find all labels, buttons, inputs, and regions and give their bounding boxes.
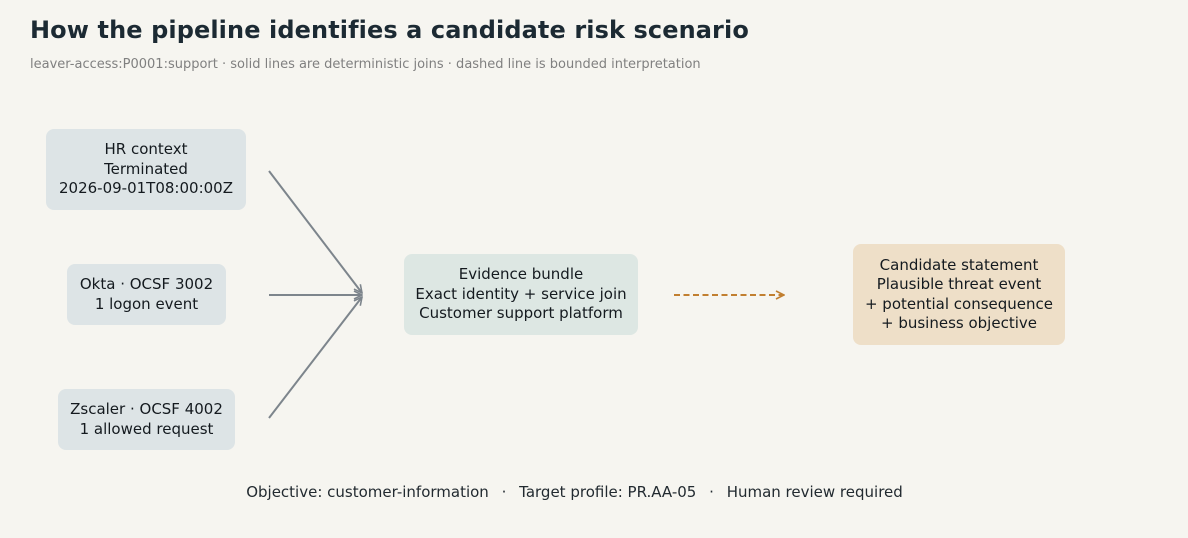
node-zscaler: Zscaler · OCSF 4002 1 allowed request	[58, 389, 235, 450]
node-evidence-bundle: Evidence bundle Exact identity + service…	[404, 254, 638, 335]
node-okta-line-2: 1 logon event	[94, 294, 199, 313]
node-candidate-line-4: + business objective	[881, 314, 1037, 332]
footer-target-profile: Target profile: PR.AA-05	[519, 483, 697, 501]
node-okta-line-1: Okta · OCSF 3002	[79, 275, 214, 293]
node-candidate-line-2: Plausible threat event	[876, 275, 1042, 293]
page-subtitle: leaver-access:P0001:support · solid line…	[30, 57, 701, 72]
node-bundle-line-2: Exact identity + service join	[415, 284, 627, 303]
node-hr-line-2: Terminated	[104, 159, 188, 178]
node-candidate-statement: Candidate statement Plausible threat eve…	[853, 244, 1065, 345]
node-candidate-line-1: Candidate statement	[879, 255, 1039, 274]
node-zscaler-line-1: Zscaler · OCSF 4002	[70, 400, 223, 418]
footer-summary: Objective: customer-information · Target…	[0, 483, 1149, 501]
footer-human-review: Human review required	[726, 483, 903, 501]
footer-separator-2: ·	[709, 483, 714, 501]
footer-separator-1: ·	[501, 483, 507, 501]
node-bundle-line-1: Evidence bundle	[458, 265, 584, 284]
edge-hr-to-bundle	[268, 170, 362, 293]
page-title: How the pipeline identifies a candidate …	[30, 16, 749, 44]
node-candidate-line-3: + potential consequence	[864, 294, 1054, 313]
node-hr-line-3: 2026-09-01T08:00:00Z	[59, 179, 233, 198]
node-okta: Okta · OCSF 3002 1 logon event	[67, 264, 226, 325]
node-bundle-line-3: Customer support platform	[419, 304, 623, 323]
node-hr-line-1: HR context	[104, 140, 188, 159]
node-hr-context: HR context Terminated 2026-09-01T08:00:0…	[46, 129, 246, 210]
edge-zscaler-to-bundle	[268, 297, 362, 419]
footer-objective: Objective: customer-information	[246, 483, 489, 501]
node-zscaler-line-2: 1 allowed request	[79, 419, 214, 438]
